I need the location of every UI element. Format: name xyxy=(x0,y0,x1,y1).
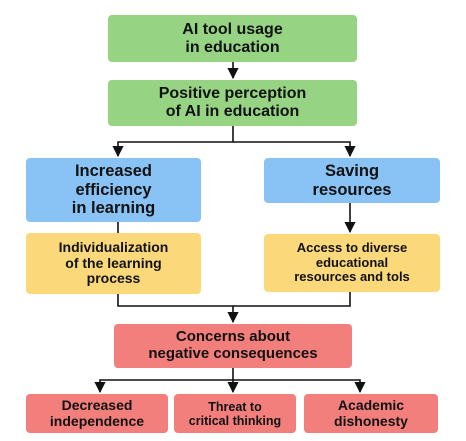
edge-concerns-to-decreased-independence xyxy=(94,368,234,394)
node-decreased-independence: Decreased independence xyxy=(26,394,168,433)
node-increased-efficiency: Increased efficiency in learning xyxy=(26,158,201,222)
node-ai-tool-usage: AI tool usage in education xyxy=(108,15,357,62)
edge-positive-perception-to-increased-efficiency xyxy=(112,126,234,158)
edge-concerns-to-academic-dishonesty xyxy=(233,379,366,394)
node-threat-critical-thinking: Threat to critical thinking xyxy=(174,394,296,433)
edge-positive-perception-to-saving-resources xyxy=(233,141,356,158)
node-concerns: Concerns about negative consequences xyxy=(114,324,352,368)
edge-individualization-to-concerns xyxy=(117,294,239,324)
node-individualization: Individualization of the learning proces… xyxy=(26,233,201,294)
node-access-resources: Access to diverse educational resources … xyxy=(264,234,440,292)
node-positive-perception: Positive perception of AI in education xyxy=(108,80,357,126)
node-saving-resources: Saving resources xyxy=(264,158,440,203)
edge-access-resources-to-concerns xyxy=(233,292,351,307)
node-academic-dishonesty: Academic dishonesty xyxy=(304,394,438,433)
